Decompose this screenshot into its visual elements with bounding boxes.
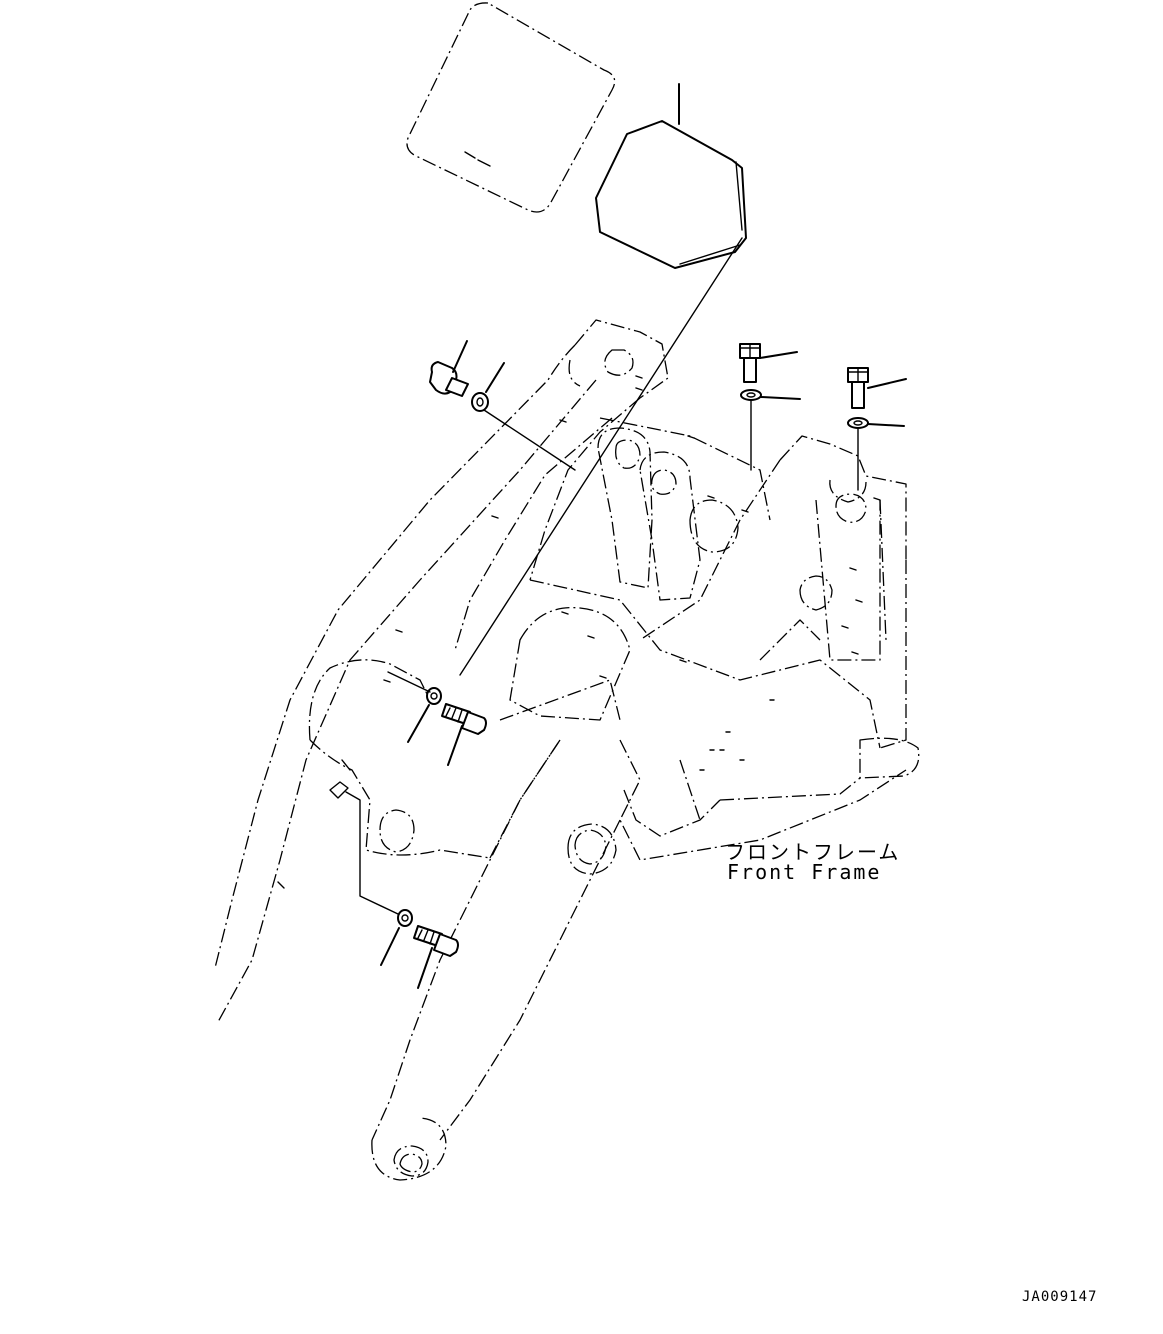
washer-upper-left[interactable]: [471, 362, 505, 412]
front-frame-body-phantom: [499, 579, 907, 875]
frame-detail-marks: [277, 375, 881, 889]
front-frame-right-tower-phantom: [639, 435, 920, 779]
front-frame-left-arm-phantom: [214, 319, 669, 1023]
octagon-sheet-part[interactable]: [595, 83, 747, 269]
left-lower-bracket-phantom: [308, 659, 561, 859]
front-frame-label-jp: フロントフレーム: [725, 840, 901, 864]
leader-washer-upper-left: [483, 409, 576, 471]
front-frame-long-arm-phantom: [371, 739, 621, 1181]
washer-lower-left[interactable]: [380, 909, 413, 966]
cover-plate-phantom: [406, 2, 616, 213]
front-frame-label-en: Front Frame: [727, 860, 882, 884]
washer-upper-right[interactable]: [847, 417, 905, 429]
center-pivot-lugs-phantom: [597, 417, 771, 601]
leader-washer-middle-left: [387, 671, 431, 693]
bolt-lower-left[interactable]: [413, 925, 459, 989]
bolt-upper-right[interactable]: [847, 367, 907, 409]
leader-washer-lower-left: [345, 791, 399, 915]
drawing-code: JA009147: [1022, 1289, 1098, 1305]
washer-upper-center[interactable]: [740, 389, 801, 401]
octagon-reference-line: [459, 237, 743, 676]
bracket-pin-detail: [329, 759, 351, 799]
bolt-upper-center[interactable]: [739, 343, 798, 383]
washer-middle-left[interactable]: [407, 687, 442, 743]
bolt-middle-left[interactable]: [441, 703, 487, 766]
bolt-upper-left[interactable]: [429, 340, 469, 397]
